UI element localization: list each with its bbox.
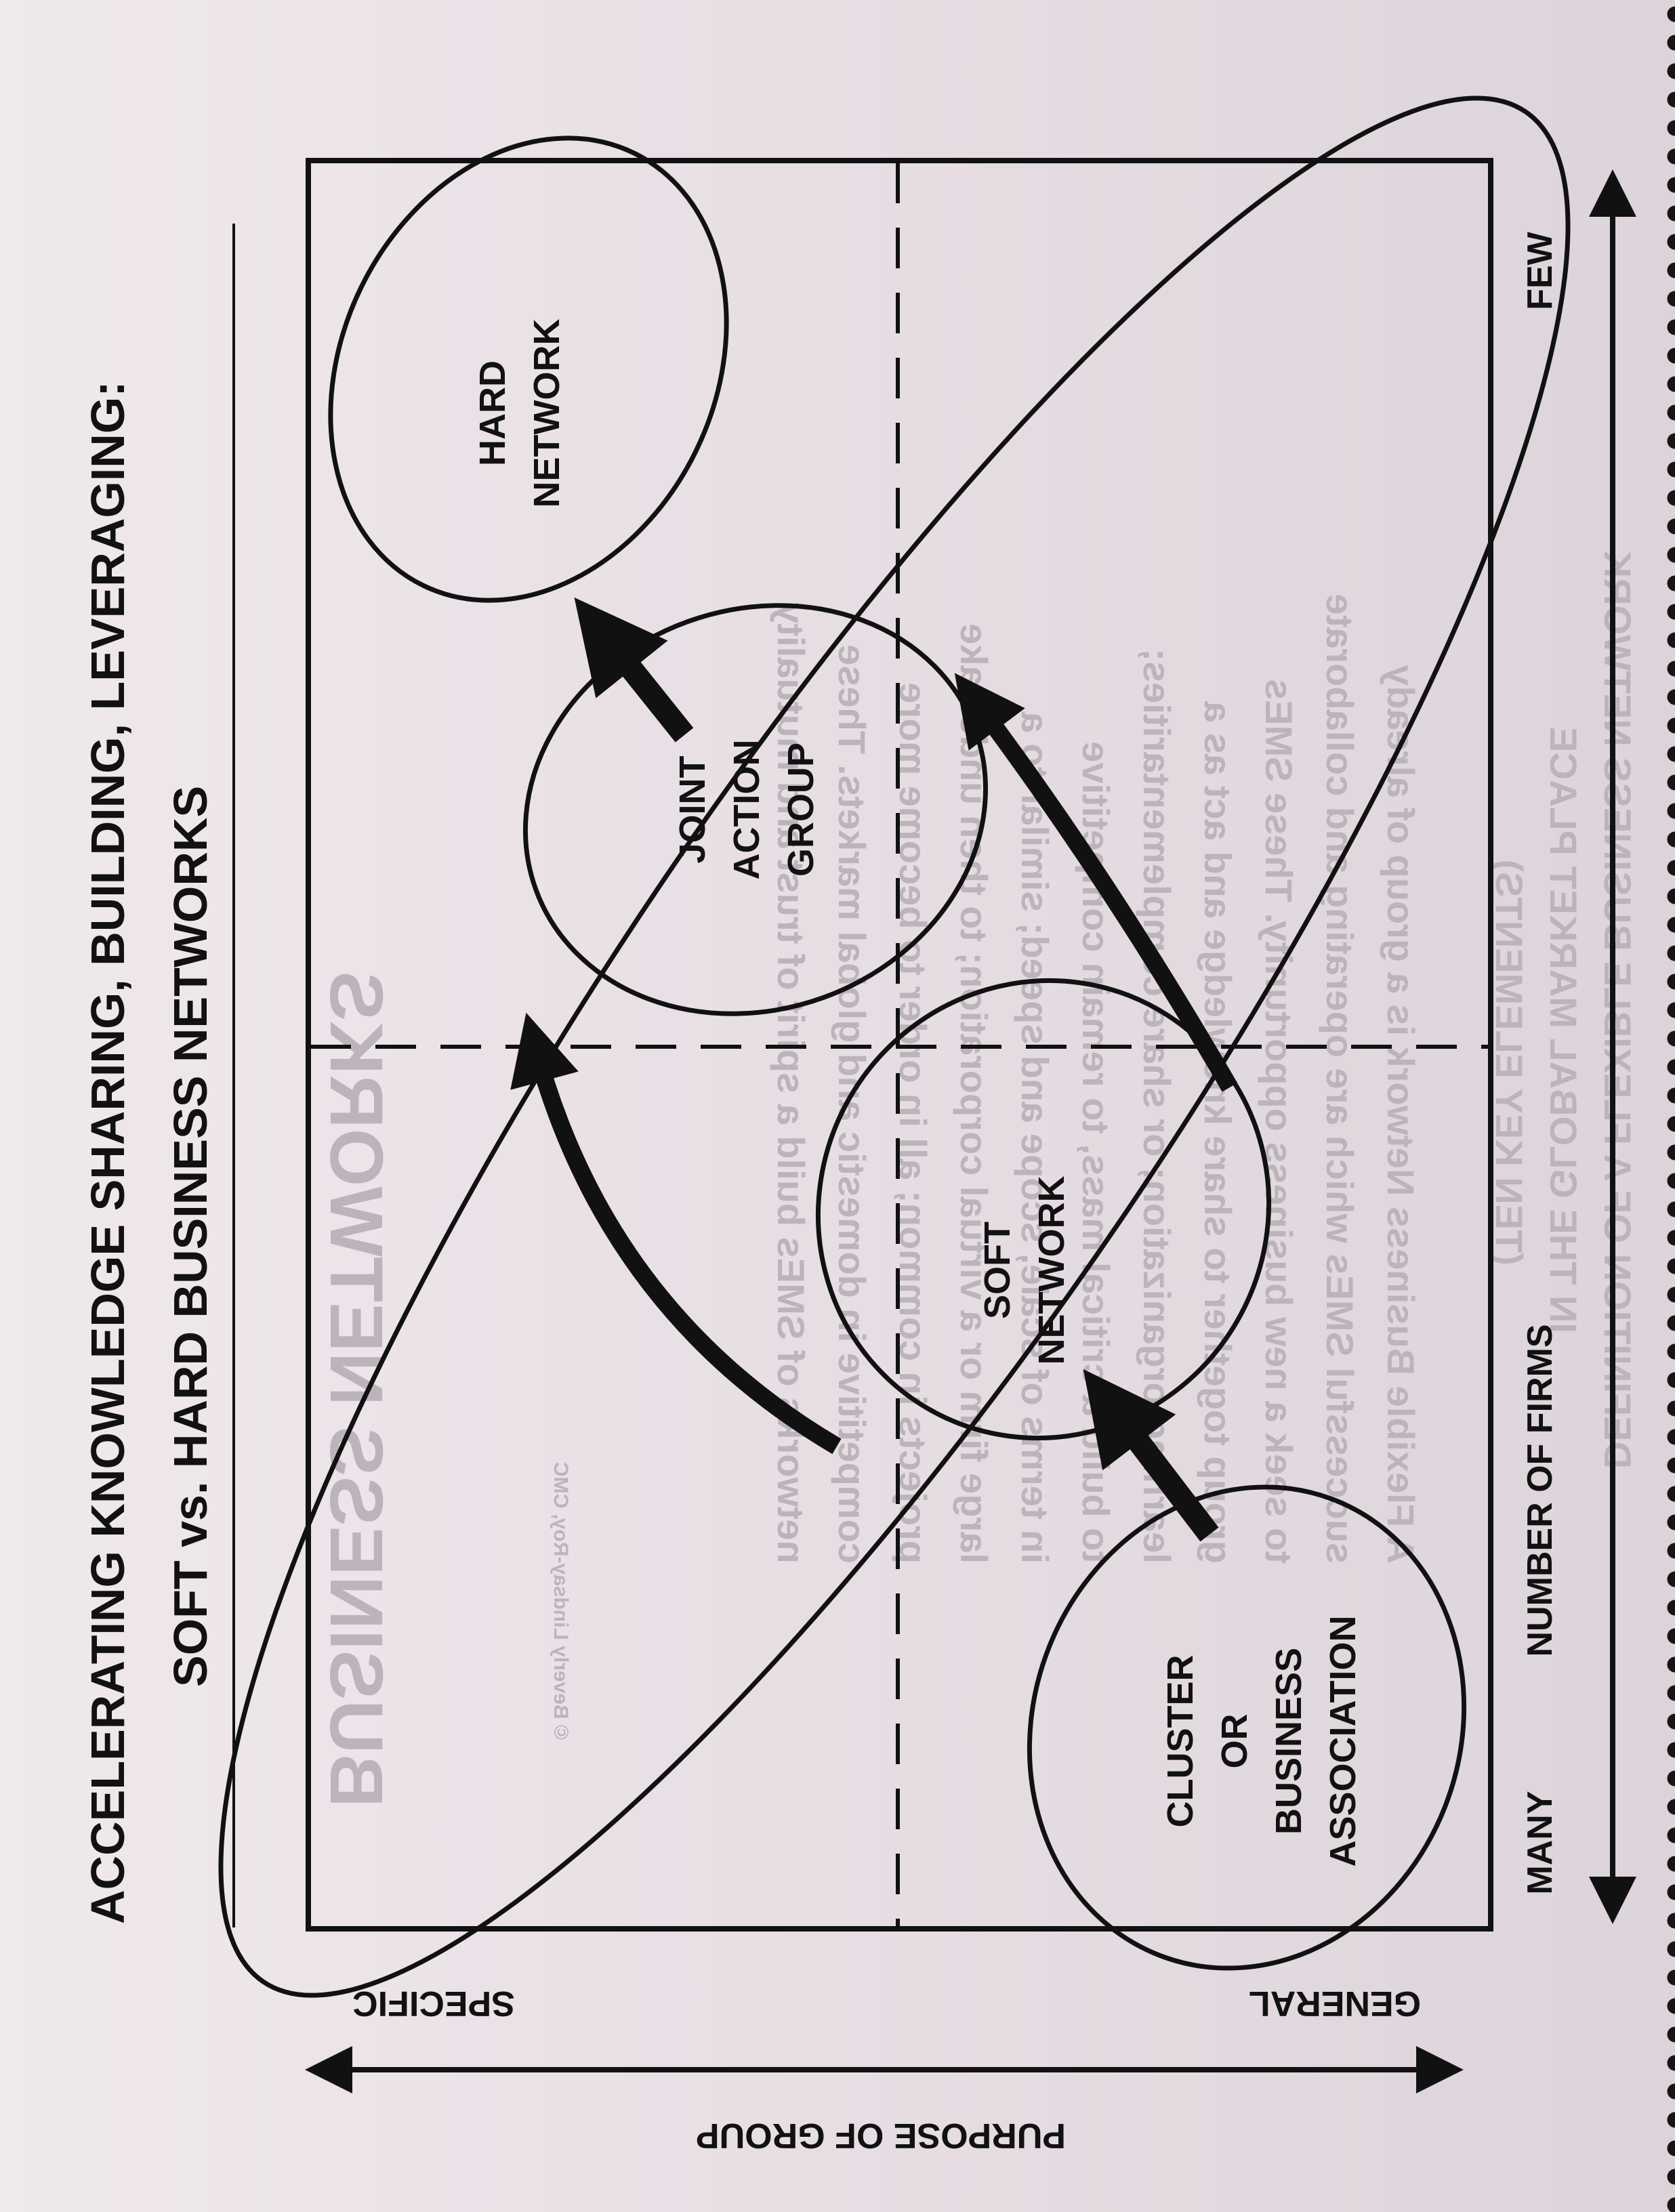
binder-holes bbox=[1648, 0, 1675, 2212]
bleed-line: successful SMEs which are operating and … bbox=[1319, 593, 1361, 1564]
diagram-subtitle: SOFT vs. HARD BUSINESS NETWORKS bbox=[164, 786, 217, 1687]
bleed-line: IN THE GLOBAL MARKET PLACE bbox=[1542, 727, 1585, 1333]
soft-to-hard-arrow bbox=[954, 673, 1238, 1092]
cluster-label-line: ASSOCIATION bbox=[1323, 1615, 1363, 1866]
firms-many-label: MANY bbox=[1521, 1791, 1560, 1894]
joint-label-line: ACTION bbox=[726, 740, 767, 880]
firms-axis bbox=[1589, 169, 1636, 1924]
bleed-line: in terms of scale, scope and speed; simi… bbox=[1014, 711, 1056, 1564]
firms-axis-label: NUMBER OF FIRMS bbox=[1521, 1324, 1560, 1656]
cluster-to-soft-arrow bbox=[1083, 1369, 1219, 1542]
firms-few-label: FEW bbox=[1521, 231, 1560, 310]
bleed-line: DEFINITION OF A FLEXIBLE BUSINESS NETWOR… bbox=[1596, 551, 1639, 1469]
soft-to-joint-arrow bbox=[510, 1012, 842, 1455]
joint-label-line: GROUP bbox=[781, 743, 821, 877]
bleed-line: (TEN KEY ELEMENTS) bbox=[1488, 860, 1531, 1266]
diagram-frame bbox=[306, 158, 1493, 1932]
diagram-title: ACCELERATING KNOWLEDGE SHARING, BUILDING… bbox=[81, 381, 134, 1924]
purpose-general-label: GENERAL bbox=[1249, 1984, 1421, 2023]
cluster-label-line: OR bbox=[1214, 1714, 1255, 1769]
purpose-axis-label: PURPOSE OF GROUP bbox=[696, 2116, 1066, 2155]
bleed-line: © Beverly Lindsay-Roy, CMC bbox=[550, 1462, 572, 1740]
hard-label-line: HARD bbox=[472, 360, 513, 466]
cluster-label-line: BUSINESS bbox=[1268, 1648, 1309, 1835]
joint-to-hard-arrow bbox=[574, 597, 694, 743]
hard-label-line: NETWORK bbox=[526, 319, 567, 508]
bleed-line: to seek a new business opportunity. Thes… bbox=[1258, 679, 1300, 1564]
bleed-line: learning organization; or share compleme… bbox=[1136, 648, 1178, 1564]
bleed-line: group together to share knowledge and ac… bbox=[1197, 701, 1239, 1564]
cluster-ellipse bbox=[1027, 1484, 1467, 1971]
soft-network-ellipse bbox=[815, 978, 1272, 1441]
soft-label-line: SOFT bbox=[977, 1222, 1018, 1319]
purpose-specific-label: SPECIFIC bbox=[352, 1984, 515, 2023]
bleed-line: BUSINESS NETWORKS bbox=[314, 971, 398, 1808]
bleed-line: competitive in domestic and global marke… bbox=[831, 644, 873, 1564]
hard-network-ellipse bbox=[328, 135, 729, 603]
soft-label-line: NETWORK bbox=[1031, 1176, 1072, 1365]
purpose-axis bbox=[305, 2046, 1464, 2093]
outer-envelope-ellipse bbox=[218, 96, 1571, 1998]
bleed-line: A Flexible Business Network is a group o… bbox=[1380, 665, 1422, 1564]
cluster-label-line: CLUSTER bbox=[1160, 1655, 1201, 1828]
joint-label-line: JOINT bbox=[672, 755, 713, 863]
